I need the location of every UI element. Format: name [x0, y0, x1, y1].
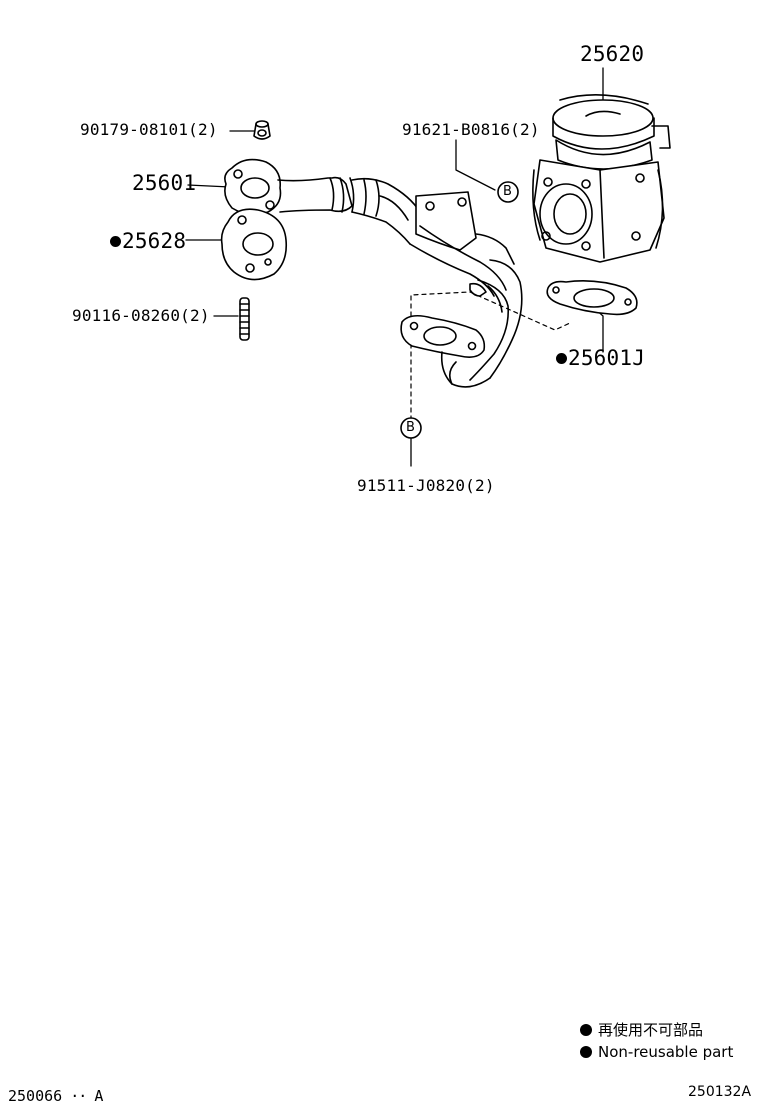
gasket-25628-icon: [220, 208, 288, 281]
stud-90116-icon: [239, 297, 250, 341]
legend-dot-icon: [580, 1024, 592, 1036]
ref-b-bottom-letter: B: [406, 420, 416, 435]
legend-japanese: 再使用不可部品: [580, 1021, 703, 1039]
footer-left-suffix: A: [94, 1087, 104, 1105]
label-bolt-b-bottom: 91511-J0820(2): [357, 476, 495, 495]
label-stud-90116: 90116-08260(2): [72, 306, 210, 325]
dashed-reference-lines: [410, 291, 573, 421]
pipe-flange-icon: [224, 158, 282, 216]
legend-english-text: Non-reusable part: [598, 1043, 734, 1061]
label-gasket-25628: 25628: [110, 229, 186, 253]
label-gasket-25601j-text: 25601J: [568, 346, 646, 370]
bolt-90179-icon: [253, 120, 271, 140]
label-gasket-25601j: 25601J: [556, 346, 645, 370]
non-reusable-dot-icon: [556, 353, 567, 364]
non-reusable-dot-icon: [110, 236, 121, 247]
label-bolt-90179: 90179-08101(2): [80, 120, 218, 139]
label-pipe: 25601: [132, 171, 197, 195]
egr-valve-icon: [532, 94, 671, 263]
footer-left-code-text: 250066: [8, 1087, 63, 1105]
legend-dot-icon: [580, 1046, 592, 1058]
footer-right-code: 250132A: [688, 1084, 752, 1100]
ref-b-circle-bottom: [400, 417, 422, 439]
leader-lines: [185, 67, 604, 467]
label-bolt-b-top: 91621-B0816(2): [402, 120, 540, 139]
label-egr-valve: 25620: [580, 42, 645, 66]
ref-b-circle-top: [497, 181, 519, 203]
legend-english: Non-reusable part: [580, 1043, 733, 1061]
ref-b-top-letter: B: [503, 184, 513, 199]
egr-pipe-icon: [277, 176, 523, 388]
footer-left-code: 250066 ·· A: [8, 1087, 104, 1105]
gasket-25601j-icon: [546, 280, 638, 316]
label-gasket-25628-text: 25628: [122, 229, 187, 253]
legend-japanese-text: 再使用不可部品: [598, 1021, 704, 1039]
